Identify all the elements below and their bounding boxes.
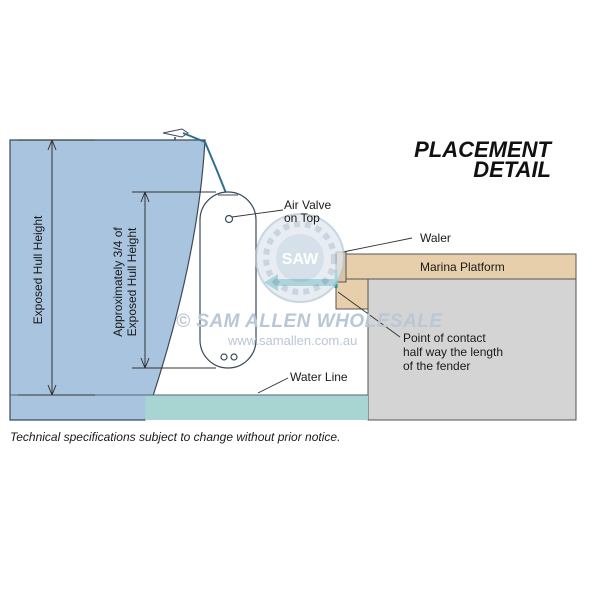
marina-platform-label: Marina Platform [420,260,505,274]
exposed-hull-height-label: Exposed Hull Height [31,215,45,324]
watermark-url: www.samallen.com.au [227,333,357,348]
air-valve-leader [231,209,284,218]
contact-label-line-2: half way the length [403,345,503,359]
marina-ground [367,278,577,421]
water-line-label: Water Line [290,370,348,384]
water-line-leader [257,377,289,394]
waler-leader [342,237,413,253]
air-valve [224,214,234,224]
approx-label-line-2: Exposed Hull Height [125,227,139,336]
approx-three-quarter-dimension [132,191,216,369]
bottom-eyelet-right [230,353,238,361]
air-valve-label-line-1: Air Valve [284,198,331,212]
air-valve-label-line-2: on Top [284,211,320,225]
waler-label: Waler [420,231,451,245]
contact-label-line-1: Point of contact [403,331,486,345]
watermark-company: © SAM ALLEN WHOLESALE [176,311,443,332]
exposed-hull-height-dimension [18,139,95,396]
title-line-2: DETAIL [473,157,551,182]
watermark-logo-text: SAW [282,251,319,268]
bottom-eyelet-left [220,353,228,361]
fender-body [199,191,257,369]
deck-cleat [162,128,189,138]
approx-label-line-1: Approximately 3/4 of [111,227,125,337]
contact-label-line-3: of the fender [403,359,470,373]
footnote: Technical specifications subject to chan… [10,430,341,444]
watermark-logo: SAW [255,213,345,303]
title-line-1: PLACEMENT [414,137,552,162]
contact-leader [337,291,401,338]
water-surface [145,395,368,420]
